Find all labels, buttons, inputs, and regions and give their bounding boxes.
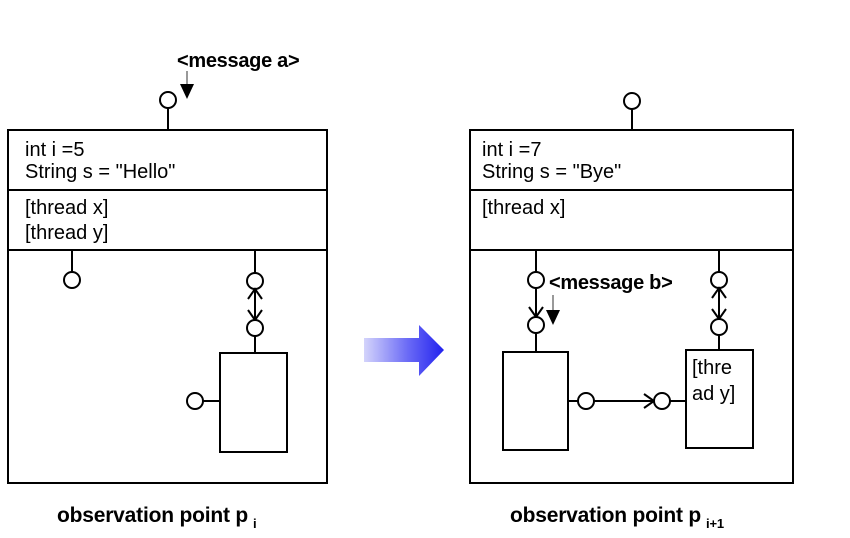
left-inner-component-box: [219, 352, 288, 453]
right-left-connector-ball-top: [527, 271, 545, 289]
transition-arrow-icon: [364, 325, 444, 376]
right-horizontal-connector-ball-right: [653, 392, 671, 410]
left-thread-1: [thread x]: [25, 197, 109, 219]
message-a-arrowhead-icon: [180, 84, 194, 99]
left-caption: observation point p i: [57, 504, 257, 532]
left-thread-2: [thread y]: [25, 222, 109, 244]
left-inner-side-port-circle: [186, 392, 204, 410]
message-b-arrowhead-icon: [546, 310, 560, 325]
left-state-field-1: int i =5: [25, 139, 85, 161]
left-state-field-2: String s = "Hello": [25, 161, 176, 183]
right-thread-1: [thread x]: [482, 197, 566, 219]
left-connector-ball-top: [246, 272, 264, 290]
right-inner-box-label-line-2: ad y]: [692, 383, 736, 405]
right-state-field-2: String s = "Bye": [482, 161, 622, 183]
left-top-port-circle: [159, 91, 177, 109]
left-connector-up-arrowhead-icon: [247, 287, 263, 300]
right-state-field-1: int i =7: [482, 139, 542, 161]
right-inner-component-box-right: [685, 349, 754, 449]
left-connector-ball-bottom: [246, 319, 264, 337]
right-right-connector-up-arrowhead-icon: [711, 286, 727, 299]
left-caption-text: observation point p: [57, 504, 249, 527]
right-horizontal-connector-ball-left: [577, 392, 595, 410]
right-inner-component-box-left: [502, 351, 569, 451]
right-inner-box-label-line-1: [thre: [692, 357, 733, 379]
right-right-connector-ball-top: [710, 271, 728, 289]
left-inner-port-circle: [63, 271, 81, 289]
right-top-port-circle: [623, 92, 641, 110]
right-caption-subscript: i+1: [706, 516, 724, 531]
right-left-connector-ball-bottom: [527, 316, 545, 334]
right-right-connector-ball-bottom: [710, 318, 728, 336]
left-caption-subscript: i: [253, 516, 257, 531]
right-caption: observation point p i+1: [510, 504, 724, 532]
message-b-label: <message b>: [549, 272, 673, 294]
right-caption-text: observation point p: [510, 504, 702, 527]
message-a-label: <message a>: [177, 50, 300, 72]
